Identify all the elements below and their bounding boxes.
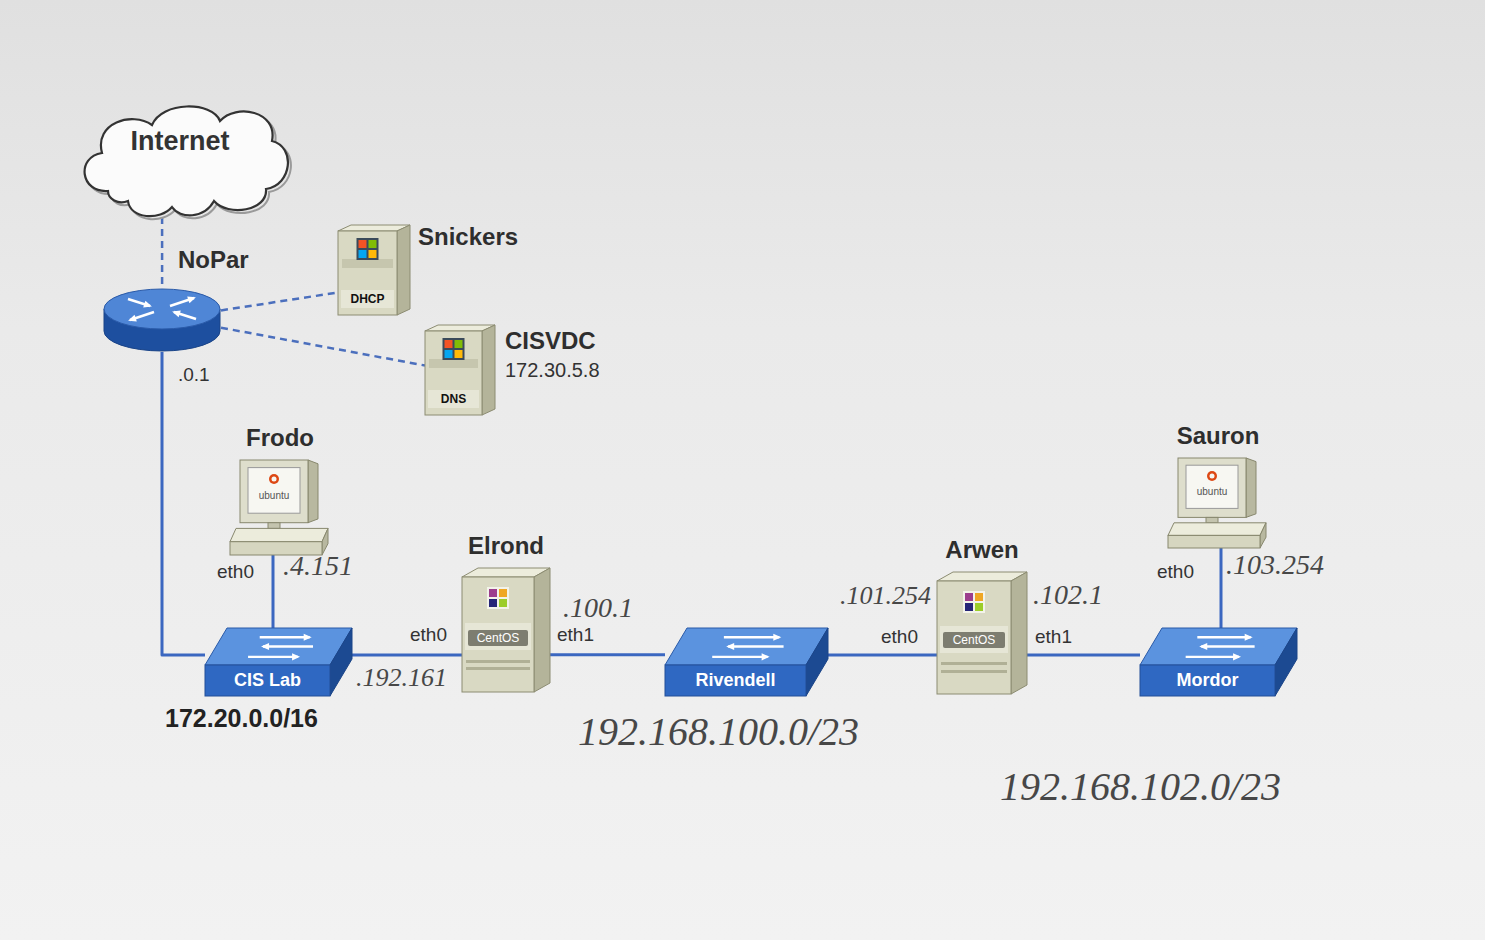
network-link — [550, 653, 665, 656]
dashed-link — [221, 293, 338, 311]
switch-name: Rivendell — [665, 665, 806, 696]
device-name: Elrond — [452, 532, 560, 561]
device-name: Snickers — [418, 223, 518, 252]
device-name: Frodo — [230, 424, 330, 453]
device-name: NoPar — [178, 246, 249, 275]
network-link — [1220, 548, 1223, 628]
interface-name: eth0 — [881, 626, 918, 649]
switch-name: CIS Lab — [205, 665, 330, 696]
pc-outline — [230, 460, 330, 555]
device-name: CISVDC — [505, 327, 596, 356]
router-outline — [103, 288, 221, 352]
ip-handwritten: .192.161 — [356, 662, 447, 693]
server-icon: ElrondCentOS — [462, 568, 550, 692]
os-label: ubuntu — [248, 490, 300, 502]
ip-handwritten: .100.1 — [563, 591, 633, 625]
pc-outline — [1168, 458, 1268, 548]
server-icon: CISVDC172.30.5.8DNS — [425, 325, 495, 415]
switch-icon: CIS Lab — [205, 628, 352, 696]
ip-handwritten: .103.254 — [1226, 548, 1324, 582]
ip-handwritten: .101.254 — [840, 580, 931, 611]
workstation-icon: Frodoubuntu — [230, 460, 330, 555]
interface-name: eth0 — [1157, 561, 1194, 584]
interface-name: eth0 — [410, 624, 447, 647]
os-label: CentOS — [943, 632, 1005, 648]
switch-icon: Rivendell — [665, 628, 828, 696]
dashed-link — [161, 217, 164, 288]
dashed-link — [221, 328, 425, 366]
network-link — [828, 654, 937, 657]
server-icon: SnickersDHCP — [338, 225, 410, 315]
internet-cloud: Internet — [68, 95, 292, 217]
interface-name: eth1 — [557, 624, 594, 647]
server-role: DHCP — [339, 291, 396, 307]
link-label: .0.1 — [178, 364, 210, 387]
cloud-label: Internet — [68, 125, 292, 157]
network-link — [1027, 654, 1140, 657]
os-label: ubuntu — [1186, 486, 1238, 498]
switch-icon: Mordor — [1140, 628, 1297, 696]
workstation-icon: Sauronubuntu — [1168, 458, 1268, 548]
interface-name: eth0 — [217, 561, 254, 584]
network-link — [272, 555, 275, 628]
router-icon: NoPar — [103, 288, 221, 352]
subnet-label: 172.20.0.0/16 — [165, 703, 318, 733]
switch-name: Mordor — [1140, 665, 1275, 696]
ip-address: 172.30.5.8 — [505, 358, 600, 382]
os-label: CentOS — [468, 630, 528, 646]
ip-handwritten: .102.1 — [1033, 578, 1103, 612]
network-link — [352, 654, 462, 657]
device-name: Sauron — [1168, 422, 1268, 451]
device-name: Arwen — [927, 536, 1037, 565]
subnet-handwritten: 192.168.100.0/23 — [578, 708, 859, 756]
ip-handwritten: .4.151 — [283, 549, 353, 583]
network-link — [162, 352, 205, 655]
interface-name: eth1 — [1035, 626, 1072, 649]
subnet-handwritten: 192.168.102.0/23 — [1000, 763, 1281, 811]
server-role: DNS — [426, 391, 481, 407]
server-icon: ArwenCentOS — [937, 572, 1027, 694]
